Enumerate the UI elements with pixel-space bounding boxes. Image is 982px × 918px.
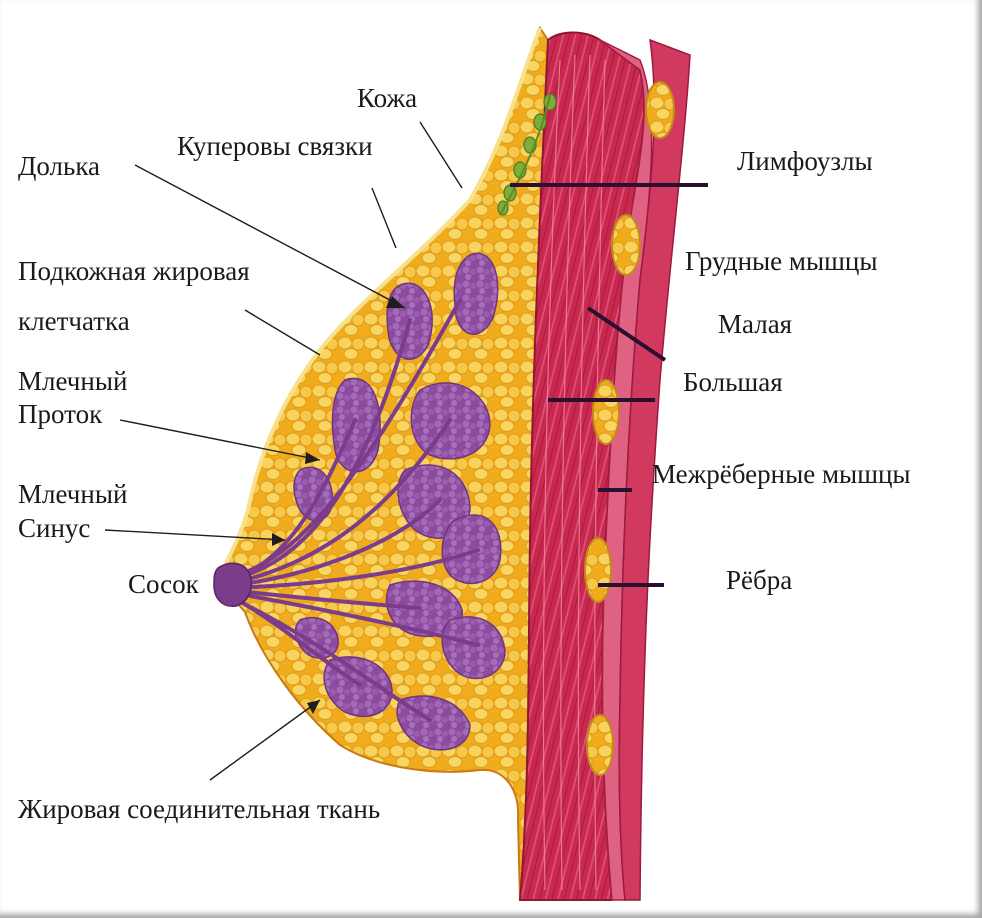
label-dolka: Долька — [18, 150, 100, 182]
label-mlechny-protok-1: Млечный — [18, 365, 127, 397]
label-kuperovy-svyazki: Куперовы связки — [177, 130, 373, 162]
label-mlechny-protok-2: Проток — [18, 398, 102, 430]
label-grudnye-myshcy: Грудные мышцы — [685, 245, 878, 277]
label-podkozhnaya-2: клетчатка — [18, 305, 130, 337]
label-sosok: Сосок — [128, 568, 199, 600]
label-podkozhnaya-1: Подкожная жировая — [18, 255, 250, 287]
label-bolshaya: Большая — [683, 366, 783, 398]
label-limfouzly: Лимфоузлы — [737, 145, 873, 177]
label-kozha: Кожа — [357, 82, 417, 114]
label-malaya: Малая — [718, 308, 792, 340]
label-mezhrebernye-myshcy: Межрёберные мышцы — [652, 458, 911, 490]
nipple-shape — [214, 563, 251, 606]
label-zhirovaya-tkan: Жировая соединительная ткань — [18, 793, 380, 825]
label-mlechny-sinus-1: Млечный — [18, 478, 127, 510]
label-mlechny-sinus-2: Синус — [18, 512, 90, 544]
label-rebra: Рёбра — [726, 564, 792, 596]
